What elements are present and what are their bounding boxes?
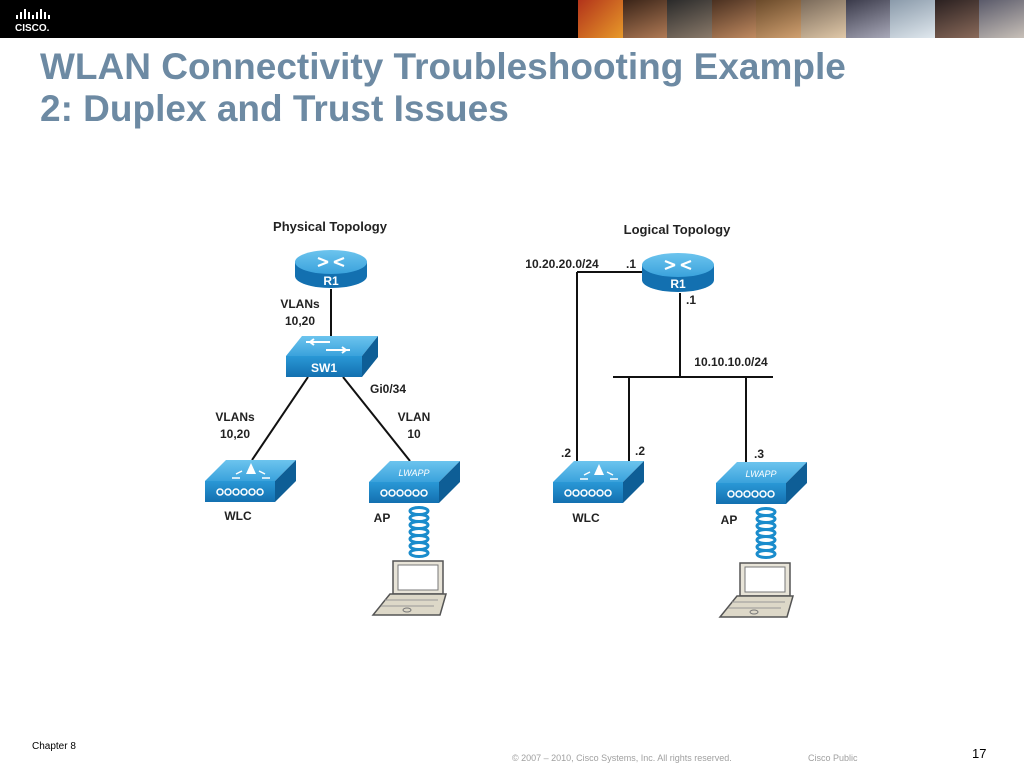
physical-vlans-wlc-line2: 10,20 bbox=[220, 427, 250, 441]
slide-title: WLAN Connectivity Troubleshooting Exampl… bbox=[40, 46, 1000, 130]
physical-wlc-icon bbox=[205, 460, 296, 502]
logical-wlc-addr-left: .2 bbox=[561, 446, 571, 460]
footer-classification: Cisco Public bbox=[808, 753, 858, 763]
header-photo-strip bbox=[578, 0, 1024, 38]
footer-chapter: Chapter 8 bbox=[32, 741, 76, 752]
physical-wireless-link-icon bbox=[408, 506, 430, 558]
page-number: 17 bbox=[972, 746, 987, 761]
physical-laptop-icon bbox=[371, 560, 447, 616]
slide-title-line1: WLAN Connectivity Troubleshooting Exampl… bbox=[40, 46, 846, 87]
link-sw1-wlc bbox=[251, 376, 309, 461]
logical-ap-lwapp: LWAPP bbox=[745, 469, 776, 479]
logical-wlc-icon bbox=[553, 461, 644, 503]
logical-ap-icon bbox=[716, 462, 807, 504]
physical-switch-icon bbox=[286, 336, 378, 377]
photo-tile bbox=[756, 0, 801, 38]
physical-vlan-ap-line1: VLAN bbox=[398, 410, 431, 424]
logical-router-icon bbox=[642, 253, 714, 292]
physical-vlans-wlc-line1: VLANs bbox=[215, 410, 255, 424]
logical-r1-addr-left: .1 bbox=[626, 257, 636, 271]
cisco-logo: CISCO. bbox=[15, 9, 50, 34]
physical-router-icon bbox=[295, 250, 367, 288]
logical-ap-label: AP bbox=[721, 513, 738, 527]
physical-vlan-ap-line2: 10 bbox=[407, 427, 421, 441]
physical-ap-lwapp: LWAPP bbox=[398, 468, 429, 478]
logical-router-label: R1 bbox=[670, 277, 686, 291]
photo-tile bbox=[622, 0, 668, 38]
logo-text: CISCO. bbox=[15, 23, 50, 34]
logical-r1-addr-bottom: .1 bbox=[686, 293, 696, 307]
physical-ap-icon bbox=[369, 461, 460, 503]
photo-tile bbox=[934, 0, 980, 38]
physical-switch-label: SW1 bbox=[311, 361, 337, 375]
physical-port-label: Gi0/34 bbox=[370, 382, 406, 396]
logical-wlc-label: WLC bbox=[572, 511, 600, 525]
physical-router-label: R1 bbox=[323, 274, 339, 288]
logical-subnet1-label: 10.20.20.0/24 bbox=[525, 257, 599, 271]
photo-tile bbox=[845, 0, 891, 38]
header-banner: CISCO. bbox=[0, 0, 1024, 38]
physical-wlc-label: WLC bbox=[224, 509, 252, 523]
logical-wlc-addr-right: .2 bbox=[635, 444, 645, 458]
logical-topology-heading: Logical Topology bbox=[624, 222, 731, 237]
logical-subnet2-label: 10.10.10.0/24 bbox=[694, 355, 768, 369]
slide-title-line2: 2: Duplex and Trust Issues bbox=[40, 88, 509, 129]
photo-tile bbox=[711, 0, 757, 38]
logical-ap-addr: .3 bbox=[754, 447, 764, 461]
photo-tile bbox=[979, 0, 1024, 38]
logical-laptop-icon bbox=[718, 562, 794, 618]
logical-wireless-link-icon bbox=[755, 507, 777, 559]
physical-topology-heading: Physical Topology bbox=[273, 219, 388, 234]
photo-tile bbox=[890, 0, 935, 38]
physical-ap-label: AP bbox=[374, 511, 391, 525]
photo-tile bbox=[667, 0, 712, 38]
photo-tile bbox=[800, 0, 846, 38]
photo-tile bbox=[578, 0, 623, 38]
physical-vlans-r1-line2: 10,20 bbox=[285, 314, 315, 328]
footer-copyright: © 2007 – 2010, Cisco Systems, Inc. All r… bbox=[512, 753, 732, 763]
physical-vlans-r1-line1: VLANs bbox=[280, 297, 320, 311]
link-sw1-ap bbox=[342, 376, 411, 462]
